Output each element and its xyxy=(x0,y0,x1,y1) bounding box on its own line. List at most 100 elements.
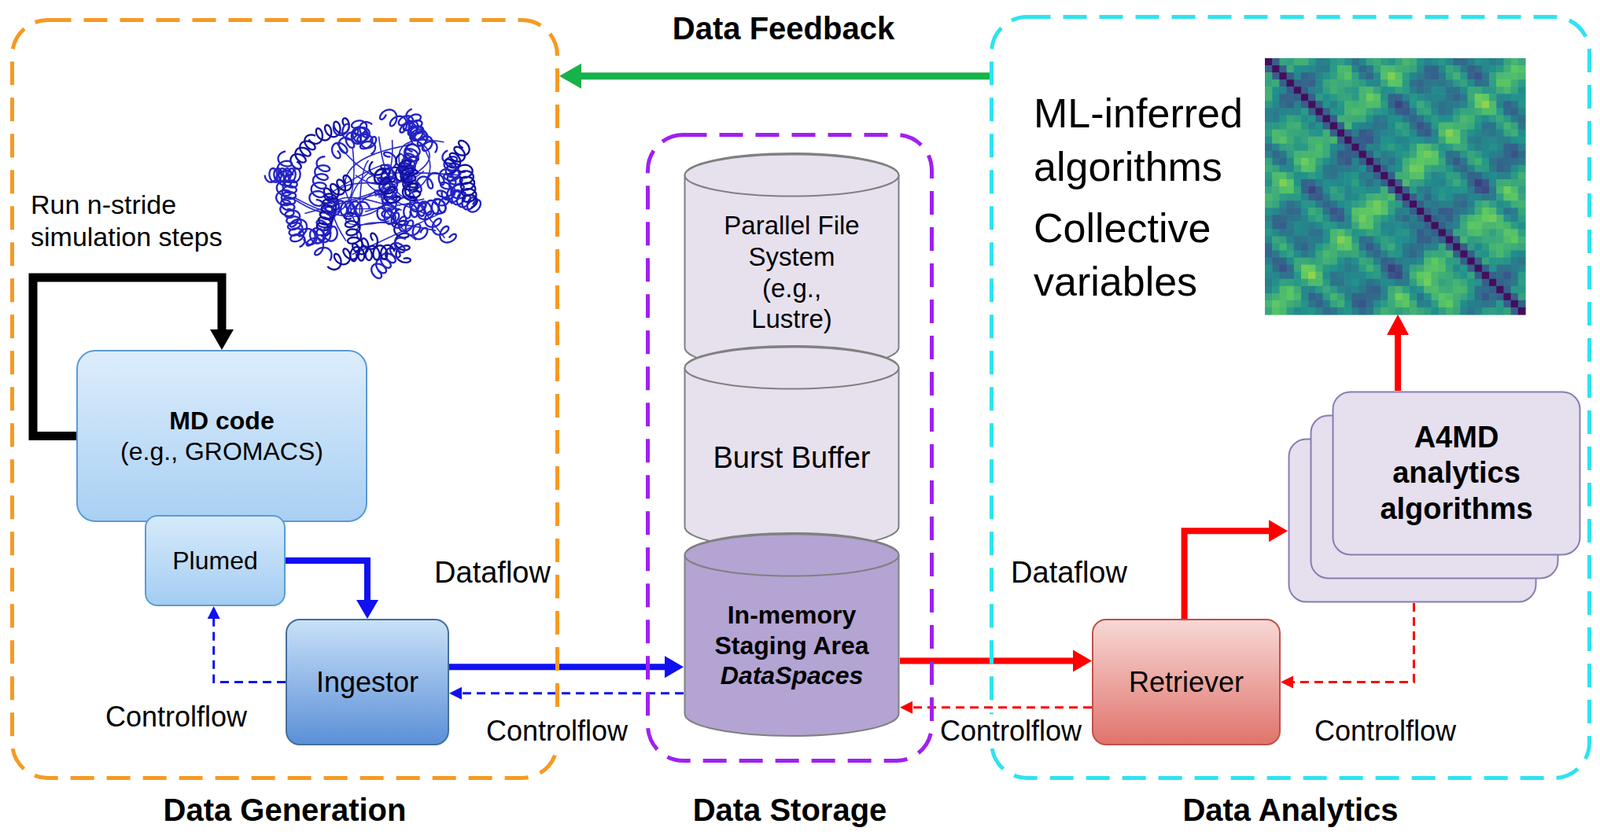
heatmap-cell xyxy=(1264,243,1273,251)
heatmap-cell xyxy=(1315,143,1324,152)
heatmap-cell xyxy=(1474,272,1483,281)
heatmap-cell xyxy=(1409,93,1418,102)
heatmap-cell xyxy=(1482,250,1490,259)
heatmap-cell xyxy=(1395,272,1404,281)
heatmap-cell xyxy=(1430,79,1439,88)
heatmap-cell xyxy=(1380,72,1389,81)
heatmap-cell xyxy=(1330,307,1339,316)
heatmap-cell xyxy=(1315,65,1324,74)
heatmap-cell xyxy=(1409,279,1418,288)
heatmap-cell xyxy=(1395,86,1404,95)
protein-helix xyxy=(409,199,457,243)
heatmap-cell xyxy=(1409,293,1418,302)
heatmap-cell xyxy=(1373,200,1382,209)
heatmap-cell xyxy=(1380,272,1389,281)
heatmap-cell xyxy=(1430,93,1439,102)
heatmap-cell xyxy=(1279,100,1287,109)
heatmap-cell xyxy=(1496,193,1505,202)
heatmap-cell xyxy=(1511,214,1519,223)
heatmap-cell xyxy=(1330,214,1339,223)
heatmap-cell xyxy=(1445,186,1454,195)
heatmap-cell xyxy=(1366,307,1375,316)
heatmap-cell xyxy=(1452,279,1461,288)
heatmap-cell xyxy=(1474,250,1483,259)
heatmap-cell xyxy=(1373,107,1382,116)
heatmap-cell xyxy=(1474,172,1483,181)
heatmap-cell xyxy=(1409,258,1418,266)
heatmap-cell xyxy=(1438,272,1447,281)
heatmap-cell xyxy=(1301,293,1309,302)
heatmap-cell xyxy=(1438,279,1447,288)
heatmap-cell xyxy=(1445,136,1454,145)
heatmap-cell xyxy=(1459,151,1468,159)
heatmap-cell xyxy=(1489,114,1497,123)
node-text: Plumed xyxy=(172,545,259,576)
heatmap-cell xyxy=(1459,122,1468,131)
heatmap-cell xyxy=(1503,214,1512,223)
heatmap-cell xyxy=(1301,72,1309,81)
heatmap-cell xyxy=(1330,151,1339,159)
heatmap-cell xyxy=(1279,243,1287,251)
connector xyxy=(1280,603,1414,690)
heatmap-cell xyxy=(1438,122,1447,131)
heatmap-cell xyxy=(1315,129,1324,138)
heatmap-cell xyxy=(1264,193,1273,202)
heatmap-cell xyxy=(1423,307,1432,316)
heatmap-cell xyxy=(1373,243,1382,251)
heatmap-cell xyxy=(1366,72,1375,81)
heatmap-cell xyxy=(1380,214,1389,223)
heatmap-cell xyxy=(1308,214,1317,223)
heatmap-cell xyxy=(1474,200,1483,209)
heatmap-cell xyxy=(1286,200,1295,209)
heatmap-cell xyxy=(1423,221,1432,230)
heatmap-cell xyxy=(1387,307,1396,316)
heatmap-cell xyxy=(1279,65,1287,74)
heatmap-cell xyxy=(1402,172,1411,181)
heatmap-cell xyxy=(1380,58,1389,67)
heatmap-cell xyxy=(1438,250,1447,259)
heatmap-cell xyxy=(1301,265,1309,273)
heatmap-cell xyxy=(1359,300,1368,309)
heatmap-cell xyxy=(1380,65,1389,74)
heatmap-cell xyxy=(1286,243,1295,251)
heatmap-cell xyxy=(1489,100,1497,109)
heatmap-cell xyxy=(1459,179,1468,188)
heatmap-cell xyxy=(1308,243,1317,251)
heatmap-cell xyxy=(1294,221,1302,230)
heatmap-cell xyxy=(1315,172,1324,181)
heatmap-cell xyxy=(1482,228,1490,237)
heatmap-cell xyxy=(1395,129,1404,138)
heatmap-cell xyxy=(1402,158,1411,166)
heatmap-cell xyxy=(1467,279,1475,288)
heatmap-cell xyxy=(1366,193,1375,202)
heatmap-cell xyxy=(1279,300,1287,309)
heatmap-cell xyxy=(1351,172,1360,181)
heatmap-cell xyxy=(1279,165,1287,174)
connector xyxy=(559,63,990,89)
heatmap-cell xyxy=(1373,286,1382,295)
heatmap-cell xyxy=(1445,65,1454,74)
heatmap-cell xyxy=(1366,86,1375,95)
heatmap-cell xyxy=(1330,207,1339,216)
heatmap-cell xyxy=(1308,258,1317,266)
heatmap-cell xyxy=(1482,186,1490,195)
heatmap-cell xyxy=(1518,250,1527,259)
heatmap-cell xyxy=(1430,193,1439,202)
heatmap-cell xyxy=(1359,286,1368,295)
heatmap-cell xyxy=(1402,228,1411,237)
heatmap-cell xyxy=(1315,79,1324,88)
heatmap-cell xyxy=(1323,250,1331,259)
heatmap-cell xyxy=(1438,293,1447,302)
heatmap-cell xyxy=(1482,293,1490,302)
heatmap-cell xyxy=(1416,72,1425,81)
heatmap-cell xyxy=(1438,72,1447,81)
heatmap-cell xyxy=(1301,86,1309,95)
heatmap-cell xyxy=(1402,179,1411,188)
heatmap-cell xyxy=(1387,114,1396,123)
heatmap-cell xyxy=(1430,235,1439,244)
heatmap-cell xyxy=(1409,136,1418,145)
heatmap-cell xyxy=(1482,100,1490,109)
heatmap-cell xyxy=(1511,286,1519,295)
heatmap-cell xyxy=(1445,79,1454,88)
heatmap-cell xyxy=(1264,107,1273,116)
